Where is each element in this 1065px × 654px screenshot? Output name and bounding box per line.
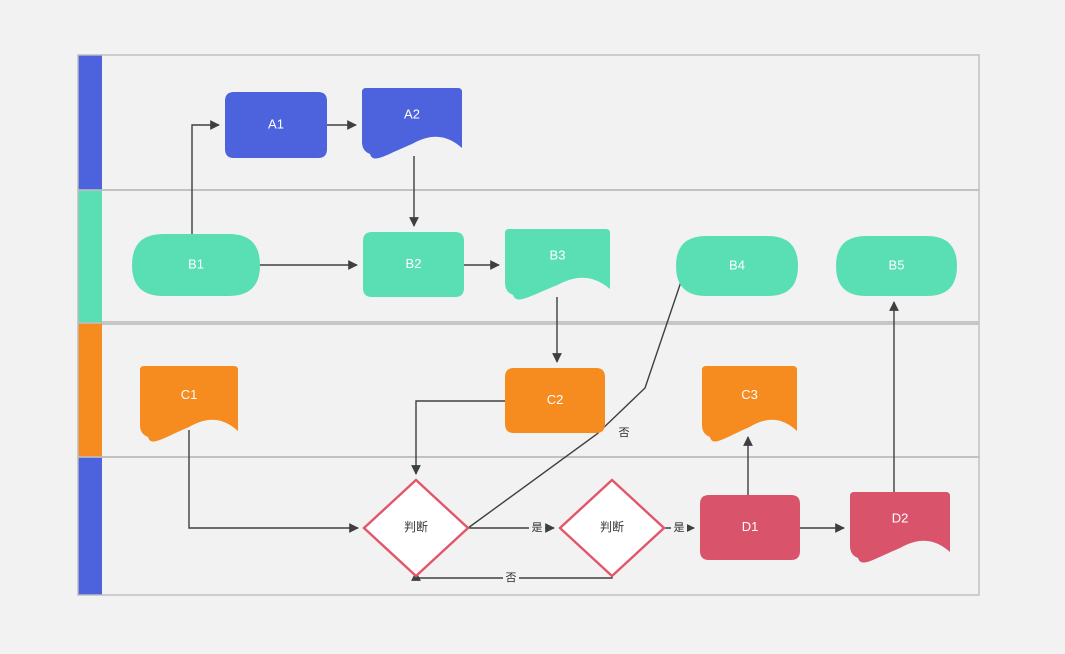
lane-color-bars (78, 55, 102, 595)
node-b1[interactable]: B1 (132, 234, 260, 296)
node-shape-a2 (362, 88, 462, 159)
decision-shape-j1 (362, 478, 470, 578)
node-shape-c1 (140, 366, 238, 442)
node-shape-b3 (505, 229, 610, 300)
edge-e-j1-b4 (467, 266, 688, 529)
edges-layer (188, 120, 899, 581)
lane-bar-lane-c (78, 323, 102, 457)
node-shape-b4 (676, 236, 798, 296)
lane-frame-lane-a (77, 54, 980, 191)
node-b4[interactable]: B4 (676, 236, 798, 296)
edge-label-bg-e-j2-d1 (671, 520, 687, 536)
decision-shape-j2 (558, 478, 666, 578)
decisions-layer: 判断判断 (362, 478, 666, 578)
lane-separators (102, 189, 979, 458)
node-shape-b2 (363, 232, 464, 297)
edge-label-bg-e-j2-j1 (503, 570, 519, 586)
node-b3[interactable]: B3 (505, 229, 610, 300)
lane-frame-lane-d (77, 456, 980, 596)
node-b5[interactable]: B5 (836, 236, 957, 296)
lane-bar-lane-b (78, 190, 102, 323)
node-shape-c2 (505, 368, 605, 433)
node-shape-a1 (225, 92, 327, 158)
decision-j2[interactable]: 判断 (558, 478, 666, 578)
decision-j1[interactable]: 判断 (362, 478, 470, 578)
node-shape-b1 (132, 234, 260, 296)
node-c3[interactable]: C3 (702, 366, 797, 442)
node-a1[interactable]: A1 (225, 92, 327, 158)
node-shape-c3 (702, 366, 797, 442)
edge-label-bg-e-j1-b4 (616, 425, 632, 441)
node-a2[interactable]: A2 (362, 88, 462, 159)
edge-e-c1-j1 (188, 430, 359, 533)
lane-bar-lane-a (78, 55, 102, 190)
node-d2[interactable]: D2 (850, 492, 950, 563)
edge-e-b1-a1 (191, 120, 220, 234)
node-shape-b5 (836, 236, 957, 296)
node-d1[interactable]: D1 (700, 495, 800, 560)
edge-e-c2-j1 (411, 400, 505, 475)
node-c2[interactable]: C2 (505, 368, 605, 433)
edge-label-bg-e-j1-j2 (529, 520, 545, 536)
node-shape-d2 (850, 492, 950, 563)
node-shape-d1 (700, 495, 800, 560)
node-b2[interactable]: B2 (363, 232, 464, 297)
lane-bar-lane-d (78, 457, 102, 595)
